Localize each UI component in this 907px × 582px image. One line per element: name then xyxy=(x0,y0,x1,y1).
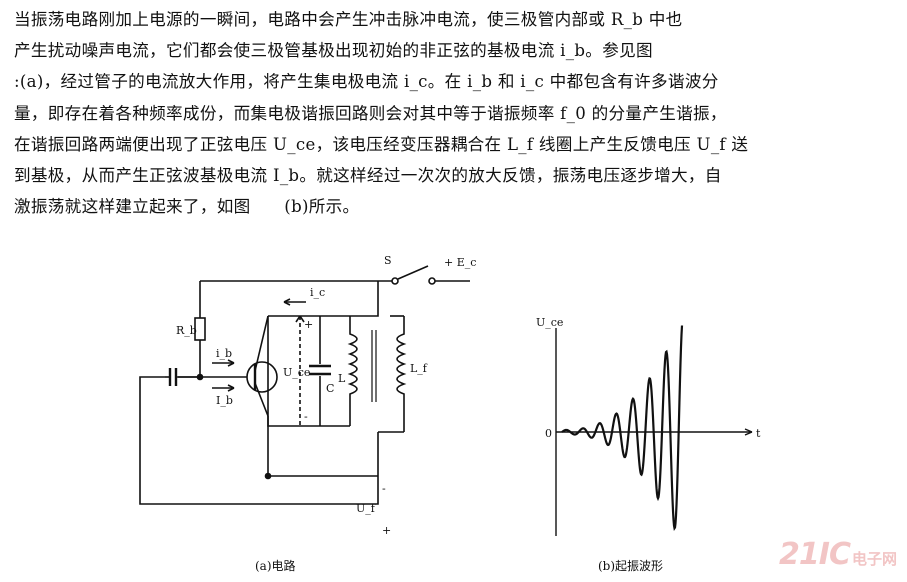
watermark-sub: 电子网 xyxy=(851,550,897,568)
site-watermark: 21IC 电子网 xyxy=(779,537,897,572)
paragraph-line-6: 到基极，从而产生正弦波基极电流 I_b。就这样经过一次次的放大反馈，振荡电压逐步… xyxy=(14,165,722,185)
waveform-origin-label: 0 xyxy=(545,427,552,440)
feedback-coil xyxy=(396,316,407,432)
paragraph-line-7: 激振荡就这样建立起来了，如图 (b)所示。 xyxy=(14,197,360,217)
figure-area: S + E_c R_b i_b I_b i_c U_ce C L L_f U_f… xyxy=(0,236,907,578)
c-label: C xyxy=(326,382,334,395)
circuit-caption: (a)电路 xyxy=(255,558,296,573)
feedback-return-wire xyxy=(139,376,379,505)
transistor-body xyxy=(246,361,278,393)
transistor-emitter xyxy=(254,382,269,417)
Ib-label: I_b xyxy=(216,394,233,407)
switch-label: S xyxy=(384,254,392,267)
ib-arrowhead xyxy=(227,359,235,367)
waveform-y-label: U_ce xyxy=(536,316,563,329)
rb-label: R_b xyxy=(176,324,197,337)
transformer-core xyxy=(371,330,377,402)
inductor-to-supply xyxy=(350,281,379,317)
body-paragraph: 当振荡电路刚加上电源的一瞬间，电路中会产生冲击脉冲电流，使三极管内部或 R_b … xyxy=(14,4,898,222)
waveform-curve xyxy=(561,325,684,531)
coupling-capacitor xyxy=(168,368,178,386)
waveform-x-arrow xyxy=(744,428,753,436)
ic-label: i_c xyxy=(310,286,325,299)
circuit-diagram xyxy=(139,265,470,505)
base-node xyxy=(196,373,204,381)
uf-plus: + xyxy=(382,524,391,537)
tank-inductor xyxy=(347,316,358,426)
lf-label: L_f xyxy=(410,362,428,375)
uce-plus: + xyxy=(304,318,313,331)
circuit-labels: S + E_c R_b i_b I_b i_c U_ce C L L_f U_f… xyxy=(176,254,476,537)
waveform-caption: (b)起振波形 xyxy=(598,559,663,573)
emitter-node xyxy=(264,472,272,480)
switch-blade xyxy=(397,265,429,280)
waveform-plot: U_ce t 0 xyxy=(536,316,761,536)
uf-label: U_f xyxy=(356,502,376,515)
paragraph-line-5: 在谐振回路两端便出现了正弦电压 U_ce，该电压经变压器耦合在 L_f 线圈上产… xyxy=(14,134,749,154)
uce-label: U_ce xyxy=(283,366,310,379)
ic-arrowhead xyxy=(283,298,291,306)
l-label: L xyxy=(338,372,346,385)
supply-label: + E_c xyxy=(444,256,476,269)
figure-svg: S + E_c R_b i_b I_b i_c U_ce C L L_f U_f… xyxy=(139,254,761,573)
paragraph-line-4: 量，即存在着各种频率成份，而集电极谐振回路则会对其中等于谐振频率 f_0 的分量… xyxy=(14,103,727,123)
Ib-arrowhead xyxy=(227,384,235,392)
uce-minus: - xyxy=(304,410,308,423)
paragraph-line-3: :(a)，经过管子的电流放大作用，将产生集电极电流 i_c。在 i_b 和 i_… xyxy=(14,72,719,92)
ib-label: i_b xyxy=(216,347,232,360)
uce-arrowhead xyxy=(295,315,305,323)
paragraph-line-1: 当振荡电路刚加上电源的一瞬间，电路中会产生冲击脉冲电流，使三极管内部或 R_b … xyxy=(14,10,683,29)
switch-pivot xyxy=(391,277,399,285)
waveform-x-label: t xyxy=(756,427,761,440)
paragraph-line-2: 产生扰动噪声电流，它们都会使三极管基极出现初始的非正弦的基极电流 i_b。参见图 xyxy=(14,41,653,61)
tank-bottom-wire xyxy=(267,316,350,427)
watermark-main: 21IC xyxy=(779,537,851,572)
switch-contact xyxy=(428,277,436,285)
uf-minus: - xyxy=(382,482,386,495)
transistor-collector xyxy=(254,315,269,372)
tank-capacitor xyxy=(309,364,331,376)
